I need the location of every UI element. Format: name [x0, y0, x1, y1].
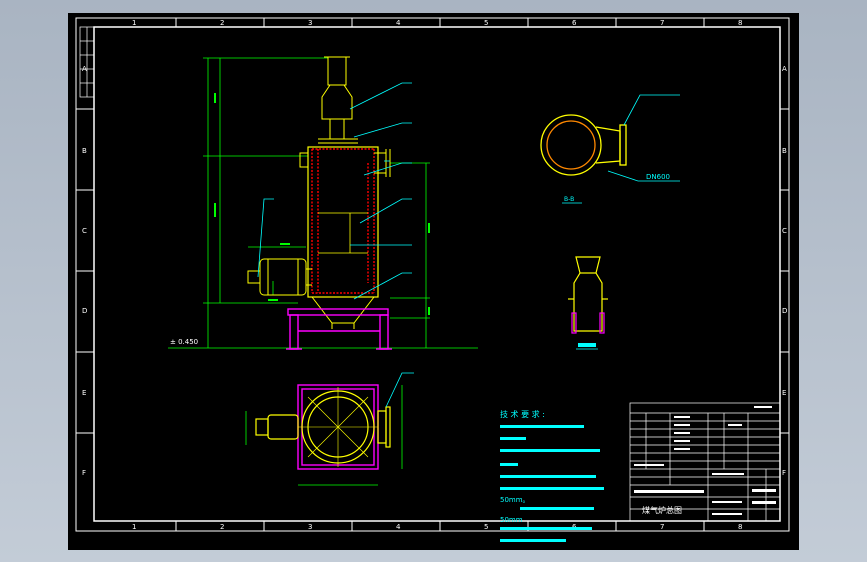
ruler-right-B: B	[782, 147, 787, 155]
title-block-text	[634, 406, 776, 515]
ground-level-label: ± 0.450	[170, 338, 198, 346]
refractory-lining	[311, 148, 375, 294]
ruler-top-6: 6	[572, 19, 577, 27]
tech-req-line-b: 50mm	[500, 516, 523, 524]
ruler-bottom-2: 2	[220, 523, 224, 531]
side-detail-view[interactable]	[568, 256, 608, 350]
side-detail-caption	[578, 343, 596, 347]
ruler-left-F: F	[82, 469, 86, 477]
elevation-dimensions	[168, 57, 478, 349]
ruler-right-A: A	[782, 65, 787, 73]
section-outline	[540, 114, 627, 176]
ruler-bottom-4: 4	[396, 523, 401, 531]
ruler-bottom-7: 7	[660, 523, 664, 531]
title-block[interactable]	[629, 402, 781, 522]
plan-leader	[385, 372, 414, 408]
ruler-bottom-3: 3	[308, 523, 312, 531]
flange-callout: DN600	[646, 173, 670, 181]
furnace-shell	[307, 146, 379, 298]
revision-table	[79, 26, 95, 98]
feeder-drum	[247, 258, 312, 296]
technical-requirements: 技 术 要 求 : 50mm。 50mm	[500, 409, 604, 542]
section-caption: B-B	[564, 196, 574, 203]
exhaust-stack	[318, 56, 358, 144]
ruler-top-3: 3	[308, 19, 312, 27]
plan-view[interactable]	[245, 372, 414, 486]
ruler-right-D: D	[782, 307, 787, 315]
elevation-leaders	[257, 82, 412, 300]
ruler-bottom-8: 8	[738, 523, 742, 531]
tech-req-line-a: 50mm。	[500, 496, 530, 504]
ruler-right-C: C	[782, 227, 787, 235]
drawing-title: 煤气炉总图	[642, 505, 682, 515]
cad-viewport[interactable]: 1 2 3 4 5 6 7 8 1 2 3 4 5 6 7 8 A B C D …	[68, 13, 799, 550]
side-outlet	[299, 149, 391, 177]
ruler-top-1: 1	[132, 19, 136, 27]
ruler-bottom-5: 5	[484, 523, 488, 531]
drawing-sheet: 1 2 3 4 5 6 7 8 1 2 3 4 5 6 7 8 A B C D …	[75, 17, 790, 542]
plan-vessel	[255, 387, 391, 467]
ruler-top-4: 4	[396, 19, 401, 27]
support-frame	[286, 308, 392, 350]
ruler-right-E: E	[782, 389, 786, 397]
bottom-hopper	[311, 296, 375, 329]
ruler-top-7: 7	[660, 19, 664, 27]
outer-border	[75, 17, 790, 532]
ruler-left-B: B	[82, 147, 87, 155]
ruler-left-E: E	[82, 389, 86, 397]
zone-ticks	[76, 18, 789, 531]
inner-frame	[93, 26, 781, 522]
ruler-top-5: 5	[484, 19, 488, 27]
ruler-right-F: F	[782, 469, 786, 477]
ruler-left-D: D	[82, 307, 87, 315]
dimension-text	[214, 93, 430, 315]
section-b-b[interactable]: DN600 B-B	[540, 94, 680, 204]
ruler-bottom-1: 1	[132, 523, 136, 531]
ruler-top-2: 2	[220, 19, 224, 27]
front-elevation[interactable]: ± 0.450	[168, 56, 478, 350]
ruler-left-C: C	[82, 227, 87, 235]
ruler-top-8: 8	[738, 19, 742, 27]
tech-req-title: 技 术 要 求 :	[500, 409, 545, 419]
